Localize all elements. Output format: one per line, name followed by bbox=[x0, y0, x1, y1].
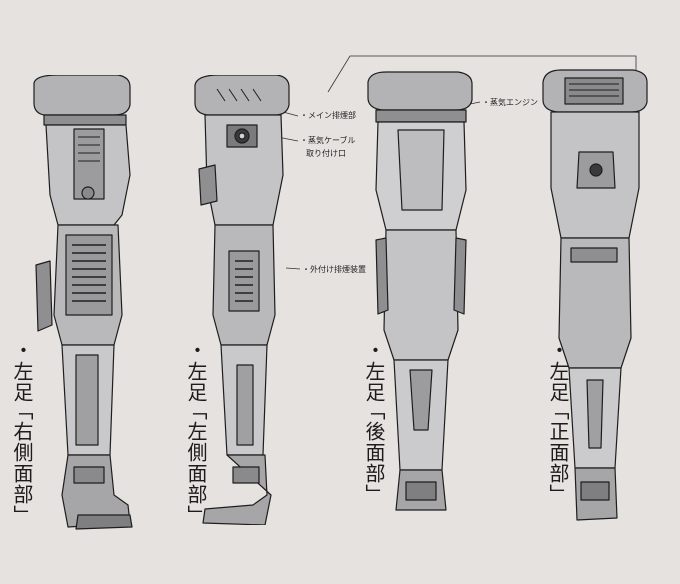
view-subtitle-back: 「後面部」 bbox=[362, 400, 386, 505]
leg-left-side-view bbox=[194, 75, 290, 525]
view-subtitle-left-side: 「左側面部」 bbox=[184, 400, 208, 526]
leg-right-side-view bbox=[33, 75, 133, 530]
view-title-back: ・左足 bbox=[362, 340, 386, 403]
annotation-steam-cable: ・蒸気ケーブル bbox=[300, 136, 356, 145]
leg-back-view bbox=[367, 71, 473, 511]
view-title-right-side: ・左足 bbox=[10, 340, 34, 403]
view-title-left-side: ・左足 bbox=[184, 340, 208, 403]
view-subtitle-right-side: 「右側面部」 bbox=[10, 400, 34, 526]
view-subtitle-front: 「正面部」 bbox=[546, 400, 570, 505]
annotation-external-exhaust: ・外付け排煙装置 bbox=[302, 265, 366, 274]
view-title-front: ・左足 bbox=[546, 340, 570, 403]
annotation-mount: 取り付け口 bbox=[306, 149, 346, 158]
leg-front-view bbox=[542, 69, 648, 521]
annotation-main-exhaust: ・メイン排煙部 bbox=[300, 111, 356, 120]
annotation-steam-engine: ・蒸気エンジン bbox=[482, 98, 538, 107]
